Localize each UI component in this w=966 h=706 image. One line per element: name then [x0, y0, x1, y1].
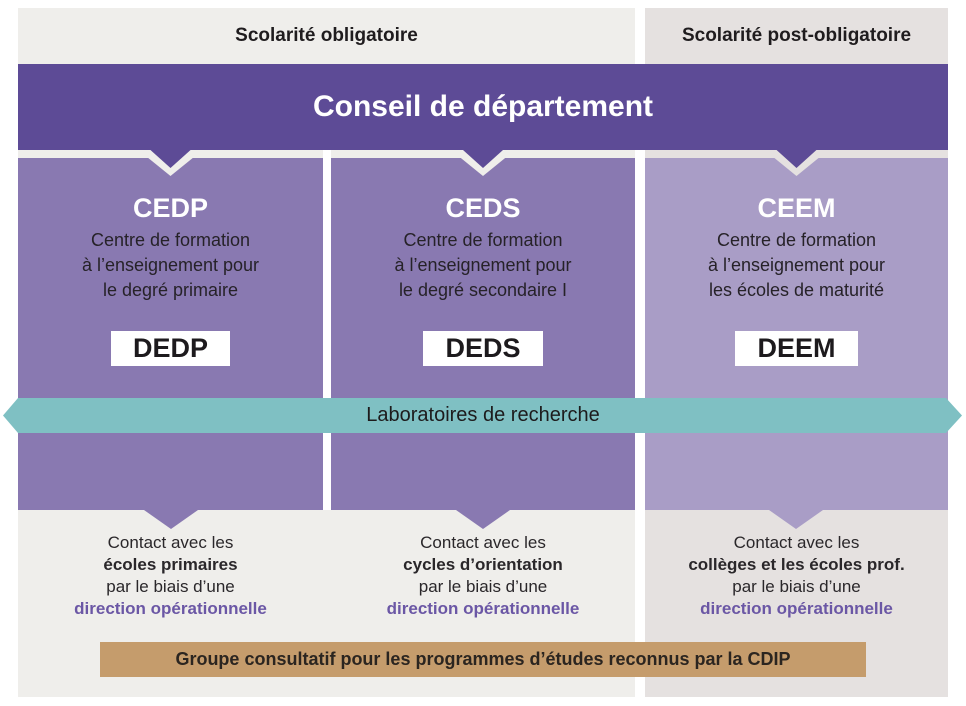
research-band-label: Laboratoires de recherche: [366, 404, 600, 426]
research-band-arrow-icon: [3, 398, 962, 433]
contact-direction: direction opérationnelle: [74, 599, 267, 618]
contact-direction: direction opérationnelle: [700, 599, 893, 618]
contact-line: Contact avec les: [107, 533, 234, 552]
column-ceds-description: Centre de formation à l’enseignement pou…: [331, 228, 635, 303]
contact-block-ceem: Contact avec les collèges et les écoles …: [645, 532, 948, 620]
dept-box-deds: DEDS: [423, 331, 543, 366]
column-arrow-down-icon: [144, 510, 198, 529]
advisory-group-label: Groupe consultatif pour les programmes d…: [175, 649, 791, 669]
column-ceds-code: CEDS: [445, 193, 521, 223]
banner-chevron-down-icon: [645, 150, 948, 190]
contact-target: cycles d’orientation: [403, 555, 563, 574]
description-line: Centre de formation: [403, 230, 563, 250]
contact-block-ceds: Contact avec les cycles d’orientation pa…: [331, 532, 635, 620]
column-cedp: CEDP Centre de formation à l’enseignemen…: [18, 158, 323, 510]
section-header-obligatoire: Scolarité obligatoire: [18, 8, 635, 64]
description-line: Centre de formation: [716, 230, 877, 250]
description-line: les écoles de maturité: [708, 280, 885, 300]
description-line: le degré primaire: [102, 280, 239, 300]
section-header-post-obligatoire-label: Scolarité post-obligatoire: [681, 25, 912, 46]
banner-chevron-down-icon: [331, 150, 635, 190]
section-header-post-obligatoire: Scolarité post-obligatoire: [645, 8, 948, 64]
column-ceds: CEDS Centre de formation à l’enseignemen…: [331, 158, 635, 510]
research-band-label-wrap: Laboratoires de recherche: [0, 398, 966, 433]
contact-line: par le biais d’une: [732, 577, 861, 596]
contact-line: par le biais d’une: [106, 577, 235, 596]
advisory-group-box: Groupe consultatif pour les programmes d…: [100, 642, 866, 677]
dept-box-deem: DEEM: [735, 331, 858, 366]
description-line: à l’enseignement pour: [81, 255, 260, 275]
column-arrow-down-icon: [769, 510, 823, 529]
banner-title: Conseil de département: [312, 90, 654, 123]
column-arrow-down-icon: [456, 510, 510, 529]
dept-box-dedp: DEDP: [110, 331, 230, 366]
column-cedp-description: Centre de formation à l’enseignement pou…: [18, 228, 323, 303]
contact-line: par le biais d’une: [418, 577, 548, 596]
column-ceem-code: CEEM: [757, 193, 836, 223]
column-ceem-description: Centre de formation à l’enseignement pou…: [645, 228, 948, 303]
banner-conseil-departement: Conseil de département: [18, 64, 948, 150]
contact-line: Contact avec les: [420, 533, 546, 552]
column-ceem: CEEM Centre de formation à l’enseignemen…: [645, 158, 948, 510]
description-line: à l’enseignement pour: [394, 255, 572, 275]
contact-line: Contact avec les: [733, 533, 860, 552]
contact-target: écoles primaires: [103, 555, 238, 574]
description-line: à l’enseignement pour: [707, 255, 886, 275]
banner-chevron-down-icon: [18, 150, 323, 190]
contact-direction: direction opérationnelle: [386, 599, 580, 618]
contact-block-cedp: Contact avec les écoles primaires par le…: [18, 532, 323, 620]
description-line: le degré secondaire I: [398, 280, 568, 300]
section-header-obligatoire-label: Scolarité obligatoire: [235, 25, 418, 46]
column-cedp-code: CEDP: [132, 193, 208, 223]
description-line: Centre de formation: [90, 230, 251, 250]
contact-target: collèges et les écoles prof.: [688, 555, 905, 574]
